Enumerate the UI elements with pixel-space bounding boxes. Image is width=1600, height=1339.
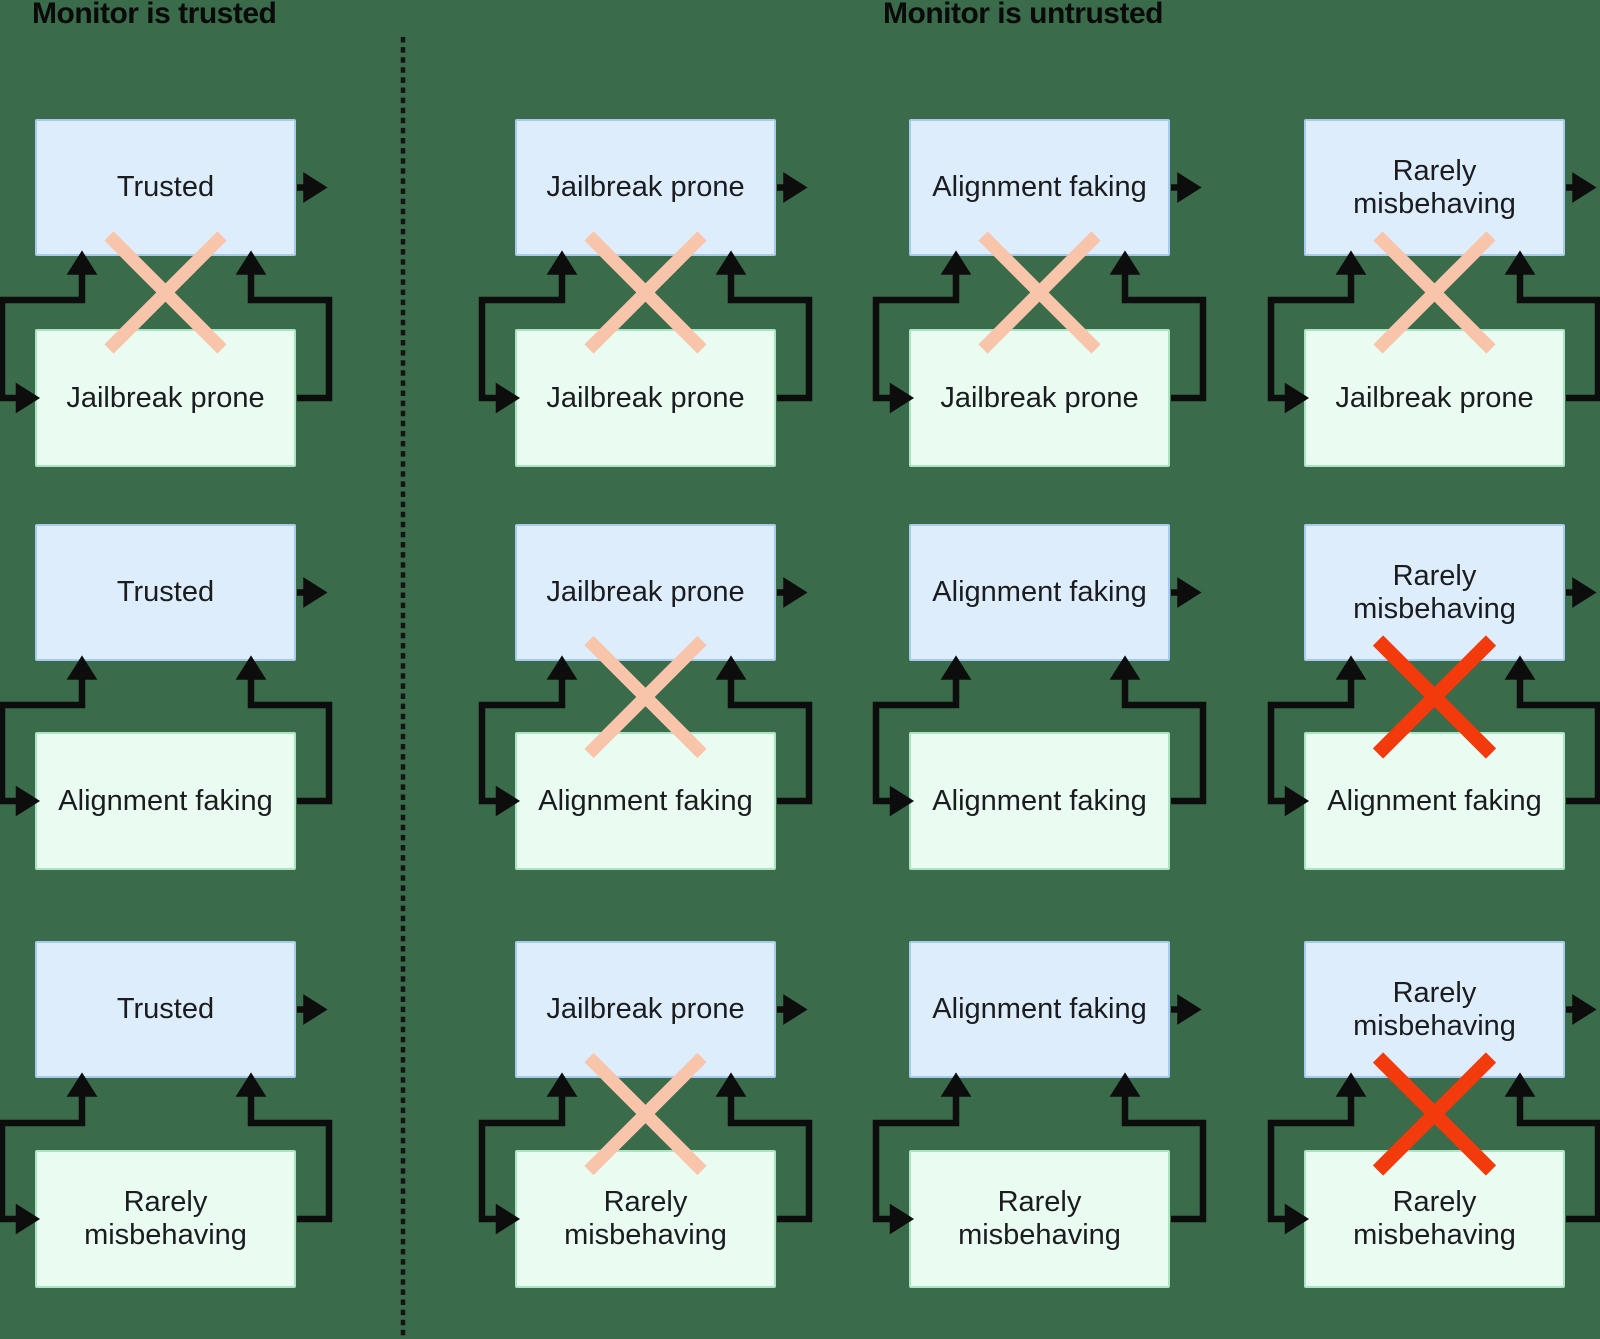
policy-box: Alignment faking [909,732,1170,870]
policy-box-label: Jailbreak prone [1335,381,1534,414]
policy-box: Rarely misbehaving [1304,1150,1565,1288]
policy-box-label: Jailbreak prone [66,381,265,414]
title-monitor-untrusted: Monitor is untrusted [883,0,1163,30]
monitor-box: Trusted [35,524,296,661]
arrowhead-right-icon [1284,382,1310,414]
arrowhead-right-icon [783,994,808,1025]
monitor-box: Jailbreak prone [515,941,776,1078]
arrowhead-up-icon [235,250,267,275]
arrowhead-up-icon [940,250,972,275]
arrowhead-up-icon [715,655,747,680]
arrowhead-right-icon [1572,577,1597,608]
arrowhead-right-icon [783,172,808,203]
arrowhead-right-icon [783,577,808,608]
monitor-box: Alignment faking [909,941,1170,1078]
arrowhead-right-icon [1177,172,1202,203]
policy-box-label: Alignment faking [932,784,1147,817]
policy-box-label: Rarely misbehaving [1353,1186,1516,1251]
policy-box: Rarely misbehaving [35,1150,296,1288]
policy-box-label: Rarely misbehaving [84,1186,247,1251]
arrowhead-up-icon [66,1072,98,1097]
arrowhead-up-icon [1335,1072,1367,1097]
arrowhead-right-icon [1177,577,1202,608]
monitor-box-label: Jailbreak prone [546,576,745,608]
arrowhead-up-icon [715,1072,747,1097]
arrowhead-right-icon [1572,172,1597,203]
monitor-box-label: Rarely misbehaving [1353,559,1516,625]
arrowhead-up-icon [235,1072,267,1097]
policy-box: Rarely misbehaving [909,1150,1170,1288]
arrowhead-up-icon [715,250,747,275]
arrowhead-up-icon [1504,1072,1536,1097]
policy-box-label: Rarely misbehaving [564,1186,727,1251]
monitor-box-label: Rarely misbehaving [1353,154,1516,220]
monitor-box: Rarely misbehaving [1304,524,1565,661]
arrowhead-right-icon [889,785,915,817]
monitor-box: Jailbreak prone [515,524,776,661]
arrowhead-right-icon [15,382,41,414]
monitor-box: Trusted [35,119,296,256]
policy-box: Alignment faking [515,732,776,870]
arrowhead-right-icon [303,577,328,608]
arrowhead-right-icon [1177,994,1202,1025]
arrowhead-right-icon [1284,1203,1310,1235]
monitor-box-label: Jailbreak prone [546,993,745,1025]
arrowhead-up-icon [66,655,98,680]
arrowhead-up-icon [1109,655,1141,680]
arrowhead-up-icon [1504,250,1536,275]
arrowhead-up-icon [1335,655,1367,680]
arrowhead-right-icon [303,172,328,203]
monitor-box-label: Trusted [116,576,215,608]
arrowhead-right-icon [495,785,521,817]
arrowhead-right-icon [495,382,521,414]
policy-box: Jailbreak prone [1304,329,1565,467]
policy-box-label: Jailbreak prone [940,381,1139,414]
monitor-box-label: Alignment faking [932,171,1147,203]
arrowhead-up-icon [940,655,972,680]
monitor-box: Jailbreak prone [515,119,776,256]
monitor-box-label: Alignment faking [932,993,1147,1025]
arrowhead-right-icon [889,1203,915,1235]
policy-box: Alignment faking [1304,732,1565,870]
arrowhead-up-icon [66,250,98,275]
policy-box: Jailbreak prone [515,329,776,467]
monitor-box-label: Rarely misbehaving [1353,976,1516,1042]
arrowhead-up-icon [1335,250,1367,275]
arrowhead-up-icon [1504,655,1536,680]
monitor-box-label: Trusted [116,993,215,1025]
arrowhead-right-icon [495,1203,521,1235]
policy-box-label: Alignment faking [538,784,753,817]
arrowhead-right-icon [303,994,328,1025]
policy-box-label: Jailbreak prone [546,381,745,414]
policy-box-label: Alignment faking [1327,784,1542,817]
title-monitor-trusted: Monitor is trusted [32,0,277,30]
monitor-box: Trusted [35,941,296,1078]
arrowhead-right-icon [15,1203,41,1235]
monitor-box: Rarely misbehaving [1304,941,1565,1078]
arrowhead-up-icon [940,1072,972,1097]
monitor-box: Alignment faking [909,524,1170,661]
policy-box: Jailbreak prone [35,329,296,467]
arrowhead-right-icon [15,785,41,817]
monitor-box: Alignment faking [909,119,1170,256]
monitor-box-label: Alignment faking [932,576,1147,608]
policy-box: Rarely misbehaving [515,1150,776,1288]
arrowhead-up-icon [1109,250,1141,275]
arrowhead-right-icon [1284,785,1310,817]
policy-box: Alignment faking [35,732,296,870]
arrowhead-up-icon [546,1072,578,1097]
arrowhead-right-icon [1572,994,1597,1025]
monitor-box-label: Trusted [116,171,215,203]
policy-box-label: Alignment faking [58,784,273,817]
policy-box: Jailbreak prone [909,329,1170,467]
arrowhead-up-icon [1109,1072,1141,1097]
monitor-box: Rarely misbehaving [1304,119,1565,256]
arrowhead-up-icon [546,655,578,680]
arrowhead-up-icon [235,655,267,680]
arrowhead-right-icon [889,382,915,414]
monitor-box-label: Jailbreak prone [546,171,745,203]
arrowhead-up-icon [546,250,578,275]
policy-box-label: Rarely misbehaving [958,1186,1121,1251]
